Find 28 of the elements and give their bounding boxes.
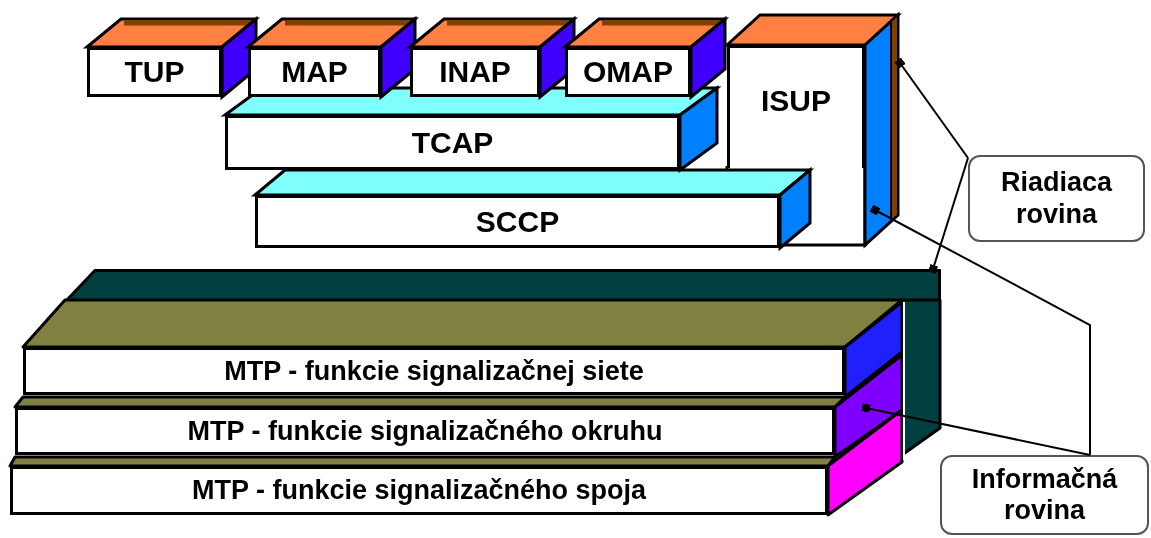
callout-box	[968, 155, 1145, 242]
leader-line	[928, 157, 969, 274]
layer-label: MTP - funkcie signalizačného spoja	[191, 477, 647, 504]
layer-label: MTP - funkcie signalizačného okruhu	[187, 417, 663, 445]
protocol-layer-block	[727, 45, 865, 168]
layer-label: TCAP	[411, 127, 494, 158]
stack-top-band	[65, 269, 941, 302]
protocol-layer-block	[565, 47, 691, 97]
leader-line	[861, 403, 1091, 456]
callout-text: Informačná rovina	[971, 463, 1118, 527]
protocol-layer-block	[87, 47, 222, 97]
layer-label: TUP	[124, 57, 185, 87]
callout-box	[940, 455, 1149, 535]
protocol-layer-block	[15, 407, 835, 455]
layer-label: INAP	[439, 57, 511, 87]
layer-label: MTP - funkcie signalizačnej siete	[224, 357, 644, 385]
protocol-layer-block	[10, 466, 828, 515]
protocol-layer-block	[410, 47, 540, 97]
callout-text: Riadiaca rovina	[999, 167, 1114, 230]
leader-line	[894, 57, 969, 159]
layer-label: MAP	[281, 57, 348, 87]
protocol-layer-block	[248, 47, 381, 97]
protocol-layer-block	[225, 115, 680, 170]
protocol-layer-block	[23, 347, 845, 395]
layer-label: OMAP	[583, 57, 673, 87]
layer-label: ISUP	[761, 86, 831, 116]
layer-label: SCCP	[475, 206, 560, 237]
leader-line	[869, 204, 1091, 456]
